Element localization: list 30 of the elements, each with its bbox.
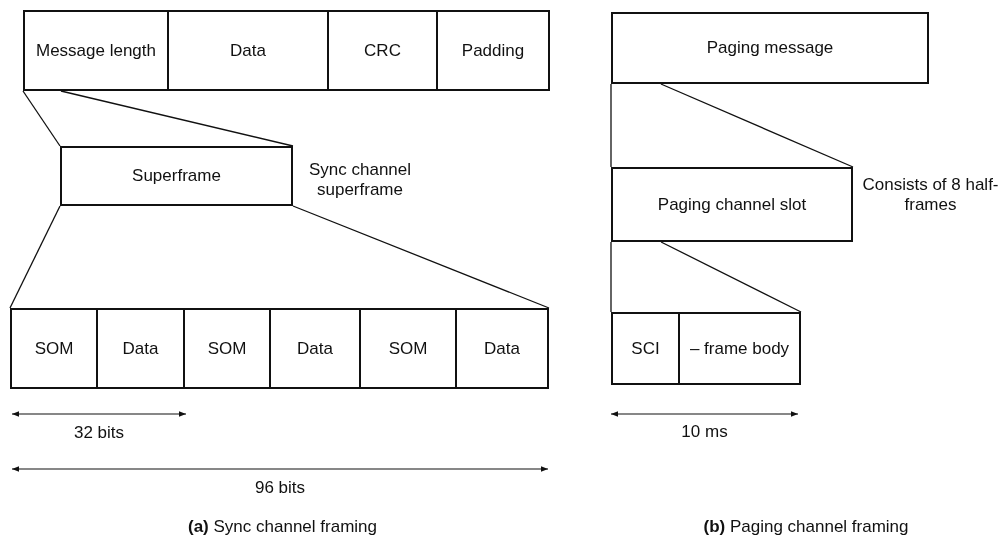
frame-field: CRC (327, 10, 438, 91)
frame-field: Data (167, 10, 329, 91)
dimension-label: 96 bits (253, 478, 307, 499)
frame-field: Data (96, 308, 185, 389)
frame-field: SOM (183, 308, 271, 389)
figure-caption: (a) Sync channel framing (187, 517, 378, 538)
frame-field: Paging message (611, 12, 929, 84)
frame-field: SOM (10, 308, 98, 389)
connector-line (22, 90, 61, 147)
frame-field: – frame body (678, 312, 801, 385)
connector-line (9, 205, 61, 309)
dimension-label: 10 ms (680, 422, 729, 443)
frame-field: Data (269, 308, 361, 389)
connector-line (610, 241, 612, 313)
frame-field: SCI (611, 312, 680, 385)
connector-line (610, 83, 612, 168)
dimension-label: 32 bits (72, 423, 126, 444)
frame-field: Padding (436, 10, 550, 91)
annotation: Sync channel superframe (307, 160, 413, 201)
frame-field: Paging channel slot (611, 167, 853, 242)
frame-field: Data (455, 308, 549, 389)
annotation: Consists of 8 half-frames (861, 175, 1000, 216)
connector-line (292, 205, 550, 309)
connector-line (660, 241, 802, 313)
frame-field: Message length (23, 10, 169, 91)
connector-line (660, 83, 854, 168)
connector-line (60, 90, 294, 147)
frame-field: SOM (359, 308, 457, 389)
figure-caption: (b) Paging channel framing (702, 517, 910, 538)
frame-field: Superframe (60, 146, 293, 206)
